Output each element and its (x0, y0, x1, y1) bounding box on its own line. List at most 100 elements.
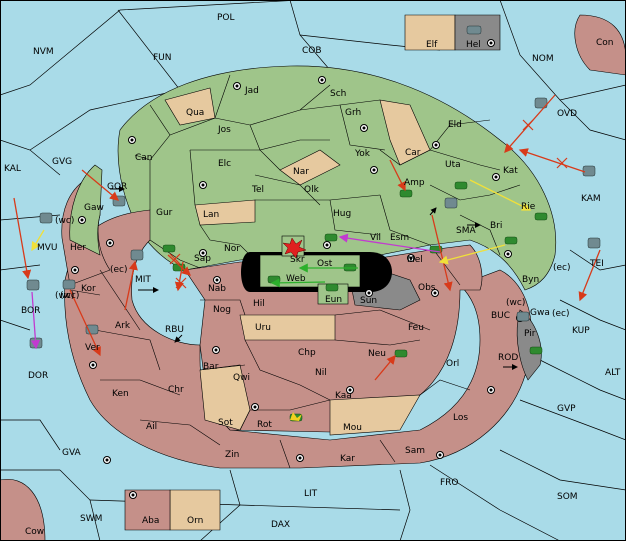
label-fun: FUN (153, 53, 172, 63)
label-yok: Yok (354, 149, 371, 159)
label-ec2: (ec) (553, 263, 571, 273)
label-wc3: (wc) (506, 298, 525, 308)
label-aba: Aba (142, 516, 159, 526)
label-bar: Bar (203, 362, 219, 372)
label-mit: MIT (135, 275, 151, 285)
label-qwi: Qwi (233, 373, 250, 383)
tan-regions (164, 14, 456, 531)
label-gva: GVA (62, 448, 82, 458)
label-sap: Sap (194, 254, 211, 264)
label-her: Her (70, 243, 86, 253)
label-wc4: (wc) (60, 291, 79, 301)
label-orn: Orn (187, 516, 203, 526)
label-nar: Nar (293, 167, 309, 177)
label-sot: Sot (218, 418, 233, 428)
province-borders (69, 74, 521, 469)
label-tel: Tel (251, 185, 264, 195)
label-gor: GOR (107, 182, 127, 192)
supply-centers (71, 39, 524, 499)
region-labels: POL NVM FUN COB NOM Con Elf Hel OVD KAL … (4, 13, 621, 537)
label-eld: Eld (448, 120, 462, 130)
label-olk: Olk (304, 185, 320, 195)
label-hil: Hil (253, 299, 265, 309)
label-nor: Nor (224, 244, 240, 254)
label-hug: Hug (333, 209, 351, 219)
label-neu: Neu (368, 349, 386, 359)
label-jos: Jos (217, 125, 231, 135)
label-sun: Sun (360, 296, 377, 306)
label-rbu: RBU (165, 325, 184, 335)
label-nvm: NVM (33, 47, 54, 57)
label-uta: Uta (445, 160, 461, 170)
label-feu: Feu (408, 323, 424, 333)
label-eun: Eun (325, 295, 342, 305)
label-lan: Lan (203, 210, 219, 220)
label-nab: Nab (208, 284, 226, 294)
label-rod: ROD (498, 353, 518, 363)
label-dor: DOR (28, 371, 48, 381)
label-byn: Byn (522, 275, 539, 285)
label-gaw: Gaw (84, 203, 104, 213)
label-pir: Pir (524, 329, 536, 339)
label-fro: FRO (440, 478, 459, 488)
label-gvp: GVP (557, 404, 576, 414)
label-ken: Ken (112, 389, 129, 399)
label-dax: DAX (271, 520, 290, 530)
label-ec1: (ec) (110, 265, 128, 275)
label-can: Can (135, 153, 153, 163)
label-swm: SWM (80, 514, 102, 524)
label-kat: Kat (503, 166, 518, 176)
label-kam: KAM (581, 194, 601, 204)
label-kup: KUP (572, 326, 590, 336)
label-orl: Orl (446, 359, 459, 369)
label-nom: NOM (532, 54, 554, 64)
label-con: Con (596, 38, 614, 48)
label-kal: KAL (4, 164, 21, 174)
label-cob: COB (302, 46, 322, 56)
label-ver: Ver (85, 343, 100, 353)
label-wc1: (wc) (55, 216, 74, 226)
label-wc2: (wc) (55, 291, 74, 301)
failed-order-marks (169, 119, 568, 289)
label-bor: BOR (21, 306, 40, 316)
aba-region (124, 489, 171, 531)
label-alt: ALT (605, 368, 621, 378)
order-arrows (13, 94, 601, 381)
label-kar: Kar (340, 454, 355, 464)
label-ark: Ark (115, 321, 131, 331)
label-web: Web (286, 274, 306, 284)
gaw-her-region (69, 164, 103, 256)
label-bri: Bri (490, 221, 502, 231)
con-region (574, 14, 626, 76)
label-ail: Ail (146, 422, 157, 432)
label-sma: SMA (456, 226, 476, 236)
label-lit: LIT (304, 489, 318, 499)
label-elf: Elf (426, 40, 438, 50)
label-cow: Cow (25, 527, 44, 537)
label-gvg: GVG (52, 157, 72, 167)
label-gwa: Gwa (530, 308, 550, 318)
label-ost: Ost (317, 259, 333, 269)
label-esm: Esm (390, 233, 409, 243)
label-los: Los (453, 413, 468, 423)
label-mel: Mel (407, 255, 423, 265)
label-nog: Nog (213, 305, 231, 315)
label-grh: Grh (345, 108, 361, 118)
label-obs: Obs (418, 283, 436, 293)
label-uru: Uru (255, 323, 271, 333)
label-buc: BUC (491, 311, 510, 321)
label-jad: Jad (244, 86, 259, 96)
label-ec3: (ec) (552, 309, 570, 319)
label-rot: Rot (257, 420, 272, 430)
label-vil: Vil (370, 233, 381, 243)
label-sam: Sam (405, 446, 425, 456)
label-rie: Rie (521, 202, 536, 212)
label-nil: Nil (315, 368, 327, 378)
label-pol: POL (217, 13, 235, 23)
label-gur: Gur (156, 208, 173, 218)
label-qua: Qua (186, 108, 204, 118)
label-tei: TEI (589, 259, 604, 269)
battle-marker-icon (282, 237, 307, 259)
